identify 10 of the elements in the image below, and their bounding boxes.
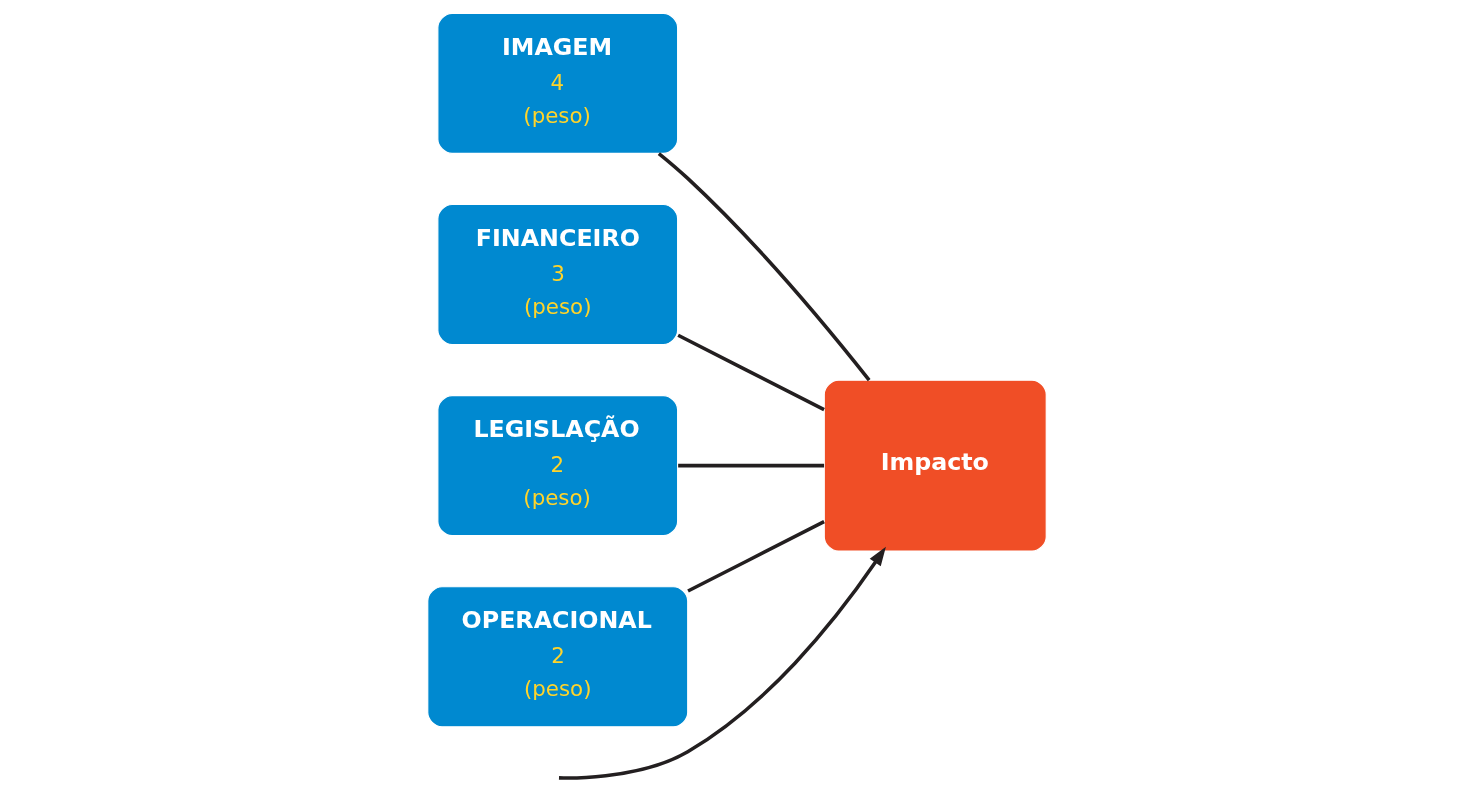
- connector: [678, 463, 825, 468]
- connector: [657, 152, 871, 382]
- node-box: FINANCEIRO 3 (peso): [437, 203, 679, 346]
- arrow: [558, 546, 886, 780]
- connector: [677, 333, 825, 412]
- connector: [687, 520, 825, 593]
- node-box: Impacto: [823, 379, 1047, 552]
- node-box: OPERACIONAL 2 (peso): [427, 586, 689, 728]
- node-box: IMAGEM 4 (peso): [437, 12, 679, 155]
- node-box: LEGISLAÇÃO 2 (peso): [437, 395, 679, 537]
